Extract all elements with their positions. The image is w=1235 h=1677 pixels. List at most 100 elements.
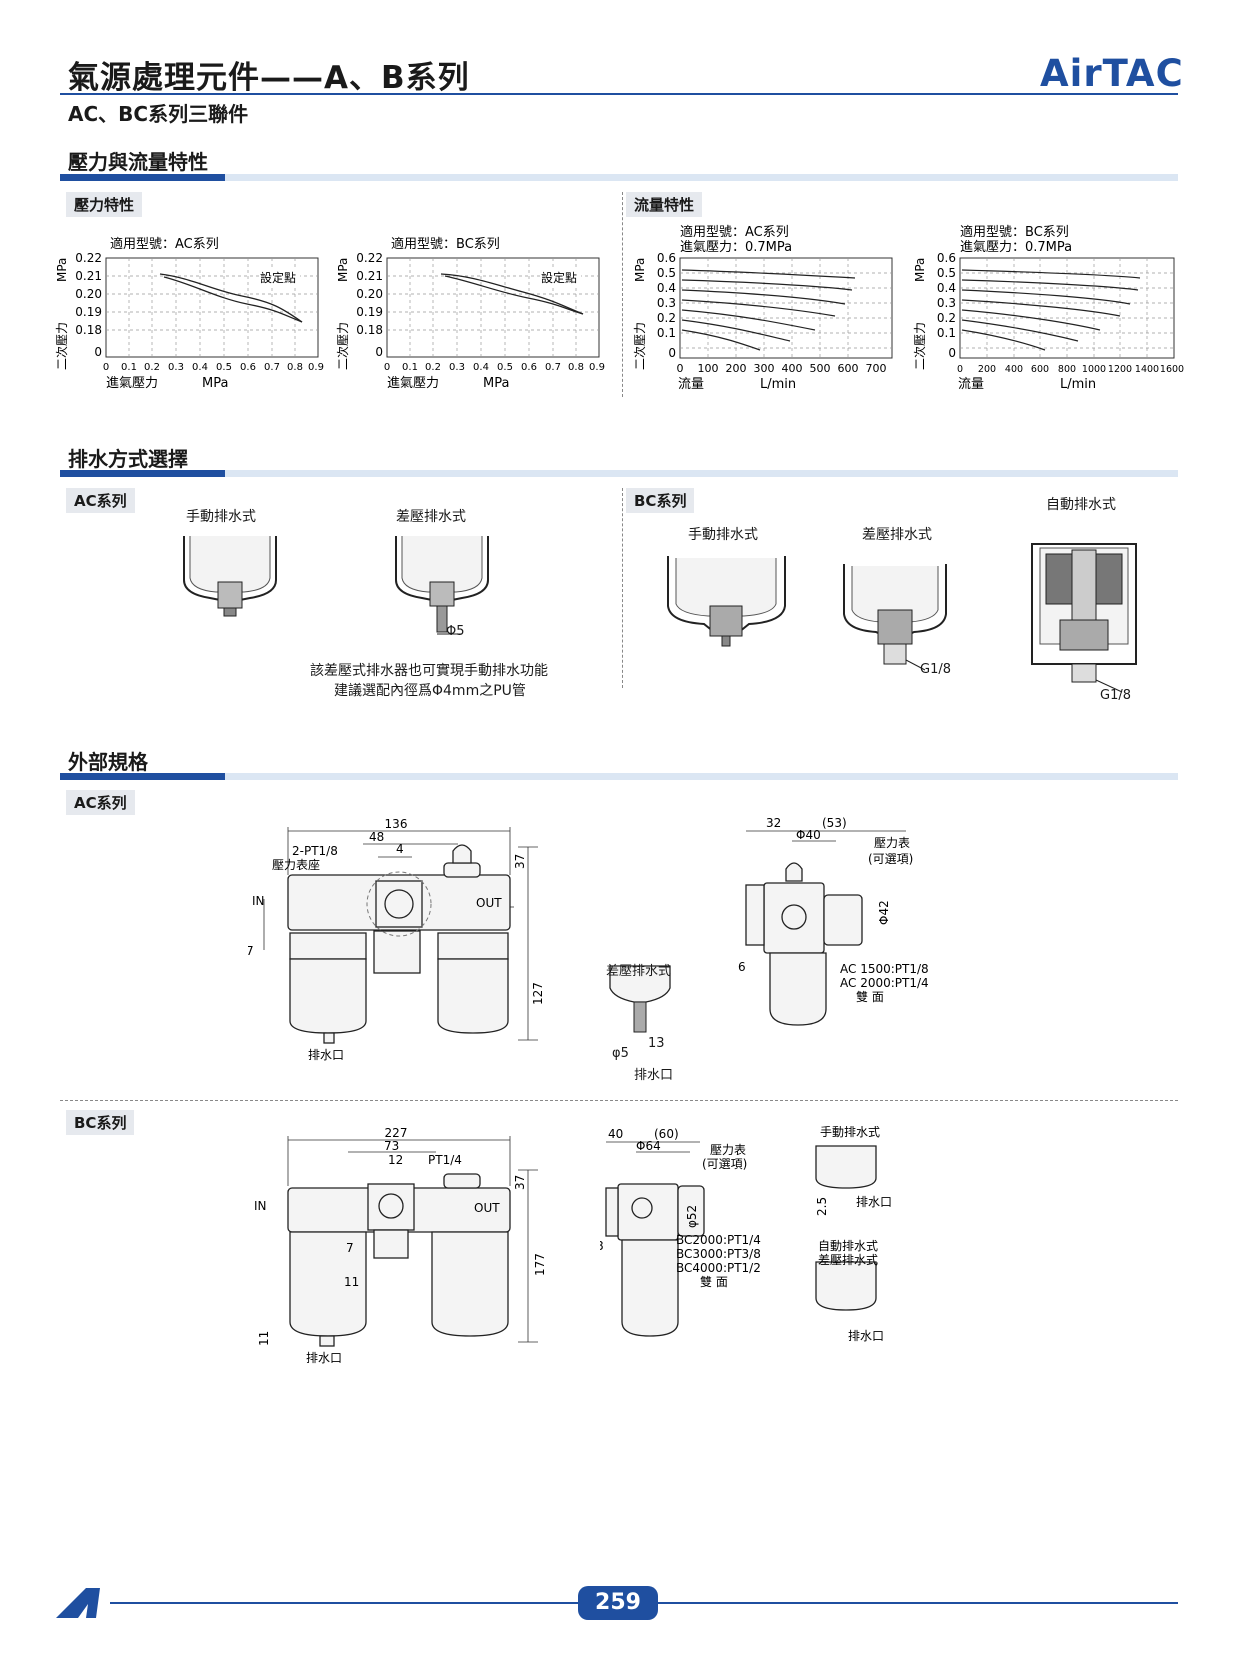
- svg-text:L/min: L/min: [760, 377, 796, 392]
- svg-text:MPa: MPa: [336, 258, 350, 282]
- brand-logo: AirTAC: [1040, 52, 1184, 95]
- drain-note-2: 建議選配內徑爲Φ4mm之PU管: [334, 683, 526, 699]
- svg-text:AC 1500:PT1/8: AC 1500:PT1/8: [840, 962, 929, 976]
- divider: [622, 488, 623, 688]
- chart-model: 適用型號：AC系列: [110, 236, 219, 252]
- bc-drain-variants: 手動排水式 2.5 排水口 自動排水式 差壓排水式 排水口: [815, 1126, 892, 1343]
- svg-text:227: 227: [385, 1126, 408, 1140]
- svg-text:0.2: 0.2: [425, 362, 441, 373]
- svg-text:IN: IN: [254, 1199, 267, 1213]
- svg-text:177: 177: [533, 1253, 547, 1276]
- svg-text:0: 0: [677, 362, 684, 375]
- svg-text:0.1: 0.1: [402, 362, 418, 373]
- drain-outlet-label: 排水口: [634, 1068, 674, 1083]
- bc-side-drawing: 40 (60) Φ64 壓力表 (可選項) φ52 8 BC2000:PT1/4…: [600, 1127, 761, 1337]
- ac-pressure-chart: 適用型號：AC系列 設定點 0.22 0.21 0.20 0.19 0.18 0…: [55, 236, 324, 391]
- svg-text:0.3: 0.3: [657, 296, 676, 310]
- svg-text:0.7: 0.7: [545, 362, 561, 373]
- svg-text:MPa: MPa: [913, 258, 927, 282]
- svg-text:手動排水式: 手動排水式: [820, 1126, 880, 1139]
- svg-text:自動排水式: 自動排水式: [818, 1239, 878, 1253]
- svg-text:0.6: 0.6: [937, 251, 956, 265]
- svg-text:(60): (60): [654, 1127, 679, 1141]
- svg-text:0.2: 0.2: [937, 311, 956, 325]
- svg-text:0.5: 0.5: [657, 266, 676, 280]
- svg-text:0.21: 0.21: [75, 269, 102, 283]
- page-title: 氣源處理元件——A、B系列: [68, 60, 470, 96]
- svg-text:二次壓力: 二次壓力: [55, 322, 69, 370]
- svg-text:0: 0: [957, 364, 963, 375]
- svg-text:0: 0: [668, 346, 676, 360]
- divider: [622, 192, 623, 397]
- svg-text:0.22: 0.22: [356, 251, 383, 265]
- svg-text:11: 11: [257, 1331, 271, 1346]
- svg-text:4: 4: [396, 842, 404, 856]
- svg-text:Φ64: Φ64: [636, 1139, 661, 1153]
- svg-text:適用型號：BC系列: 適用型號：BC系列: [391, 236, 500, 252]
- svg-text:0: 0: [384, 362, 390, 373]
- svg-text:500: 500: [810, 362, 831, 375]
- svg-text:0.20: 0.20: [75, 287, 102, 301]
- svg-text:127: 127: [531, 982, 545, 1005]
- svg-text:600: 600: [838, 362, 859, 375]
- svg-text:PT1/4: PT1/4: [428, 1153, 462, 1167]
- header-rule: [60, 93, 1178, 95]
- svg-text:AC 2000:PT1/4: AC 2000:PT1/4: [840, 976, 929, 990]
- svg-text:48: 48: [369, 830, 384, 844]
- setpoint-label: 設定點: [260, 270, 296, 285]
- svg-text:1200: 1200: [1108, 364, 1132, 375]
- svg-text:二次壓力: 二次壓力: [633, 322, 647, 370]
- svg-text:11: 11: [344, 1275, 359, 1289]
- svg-text:37: 37: [513, 1175, 527, 1190]
- svg-text:200: 200: [726, 362, 747, 375]
- g18-label-b: G1/8: [1100, 688, 1131, 703]
- svg-text:0: 0: [948, 346, 956, 360]
- svg-text:0: 0: [103, 362, 109, 373]
- brand-mark-icon: [56, 1588, 100, 1618]
- svg-text:0: 0: [94, 345, 102, 359]
- external-ac-tag: AC系列: [66, 790, 135, 815]
- svg-text:0.5: 0.5: [216, 362, 232, 373]
- svg-text:0.7: 0.7: [264, 362, 280, 373]
- phi5-dim: φ5: [612, 1046, 629, 1061]
- svg-text:31: 31: [248, 920, 249, 935]
- svg-text:0.6: 0.6: [521, 362, 537, 373]
- svg-text:0.19: 0.19: [75, 305, 102, 319]
- svg-text:7: 7: [248, 944, 254, 958]
- svg-text:差壓排水式: 差壓排水式: [818, 1253, 878, 1267]
- svg-text:700: 700: [866, 362, 887, 375]
- bc-pressure-chart: 適用型號：BC系列 設定點 0.22 0.21 0.20 0.19 0.18 0…: [336, 236, 605, 391]
- svg-text:壓力表: 壓力表: [874, 836, 910, 850]
- svg-text:400: 400: [1005, 364, 1023, 375]
- svg-text:136: 136: [385, 817, 408, 831]
- drain-ac-tag: AC系列: [66, 488, 135, 513]
- svg-text:0.20: 0.20: [356, 287, 383, 301]
- svg-text:適用型號：AC系列: 適用型號：AC系列: [680, 224, 789, 240]
- dim-13: 13: [648, 1036, 665, 1051]
- bc-flow-chart: 適用型號：BC系列 進氣壓力：0.7MPa 0.6 0.5 0.4 0.3 0.…: [913, 224, 1184, 392]
- svg-text:0.8: 0.8: [287, 362, 303, 373]
- svg-text:(可選項): (可選項): [702, 1157, 747, 1171]
- svg-text:排水口: 排水口: [848, 1329, 884, 1343]
- phi5-label: Φ5: [446, 624, 465, 639]
- section-bar: [60, 470, 1178, 477]
- page-number: 259: [578, 1586, 658, 1620]
- svg-text:MPa: MPa: [633, 258, 647, 282]
- page-subtitle: AC、BC系列三聯件: [68, 102, 249, 126]
- svg-text:進氣壓力：0.7MPa: 進氣壓力：0.7MPa: [960, 240, 1072, 255]
- bc-manual-label: 手動排水式: [688, 527, 758, 543]
- ac-diff-drain-small: [609, 965, 671, 1033]
- svg-text:600: 600: [1031, 364, 1049, 375]
- drain-note-1: 該差壓式排水器也可實現手動排水功能: [310, 663, 548, 679]
- section-title-external: 外部規格: [68, 750, 148, 774]
- svg-text:進氣壓力：0.7MPa: 進氣壓力：0.7MPa: [680, 240, 792, 255]
- svg-text:MPa: MPa: [483, 376, 509, 391]
- ac-diff-drain-drawing: [395, 536, 489, 635]
- external-bc-tag: BC系列: [66, 1110, 135, 1135]
- g18-label-a: G1/8: [920, 662, 951, 677]
- svg-text:1400: 1400: [1135, 364, 1159, 375]
- bc-diff-drain-drawing: [843, 564, 947, 671]
- svg-text:OUT: OUT: [474, 1201, 500, 1215]
- svg-text:IN: IN: [252, 894, 265, 908]
- bc-front-drawing: 227 73 12 PT1/4 IN OUT 31 37 177 7 11 11…: [248, 1126, 547, 1365]
